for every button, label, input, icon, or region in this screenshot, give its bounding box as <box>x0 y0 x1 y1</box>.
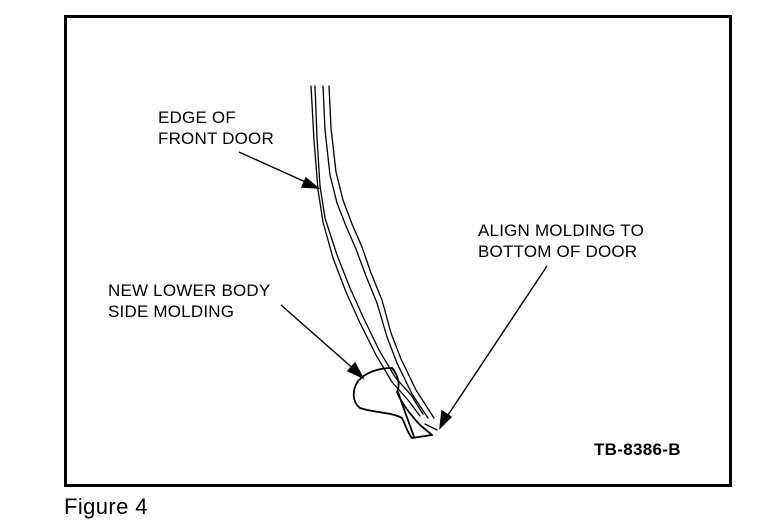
molding-callout-line: SIDE MOLDING <box>108 302 235 321</box>
figure-code: TB-8386-B <box>594 440 681 459</box>
molding-arrowhead <box>346 361 365 380</box>
molding-callout-line: NEW LOWER BODY <box>108 281 271 300</box>
align-molding-callout: ALIGN MOLDING TO BOTTOM OF DOOR <box>478 220 644 262</box>
align-molding-callout-line: BOTTOM OF DOOR <box>478 242 638 261</box>
align-leader <box>445 265 548 419</box>
leader-arrows <box>238 151 548 430</box>
side-molding-shape <box>352 367 433 439</box>
molding-leader <box>280 304 357 372</box>
door-edge-arrowhead <box>300 176 321 189</box>
figure-frame <box>64 15 732 487</box>
door-edge-callout-line: EDGE OF <box>158 108 236 127</box>
align-arrowhead <box>439 409 453 430</box>
molding-callout: NEW LOWER BODY SIDE MOLDING <box>108 280 270 322</box>
align-molding-callout-line: ALIGN MOLDING TO <box>478 221 644 240</box>
door-edge-outline <box>310 85 438 431</box>
door-edge-callout-line: FRONT DOOR <box>158 129 274 148</box>
door-edge-leader <box>238 151 311 185</box>
door-edge-callout: EDGE OF FRONT DOOR <box>158 107 274 149</box>
figure-caption: Figure 4 <box>64 494 148 519</box>
